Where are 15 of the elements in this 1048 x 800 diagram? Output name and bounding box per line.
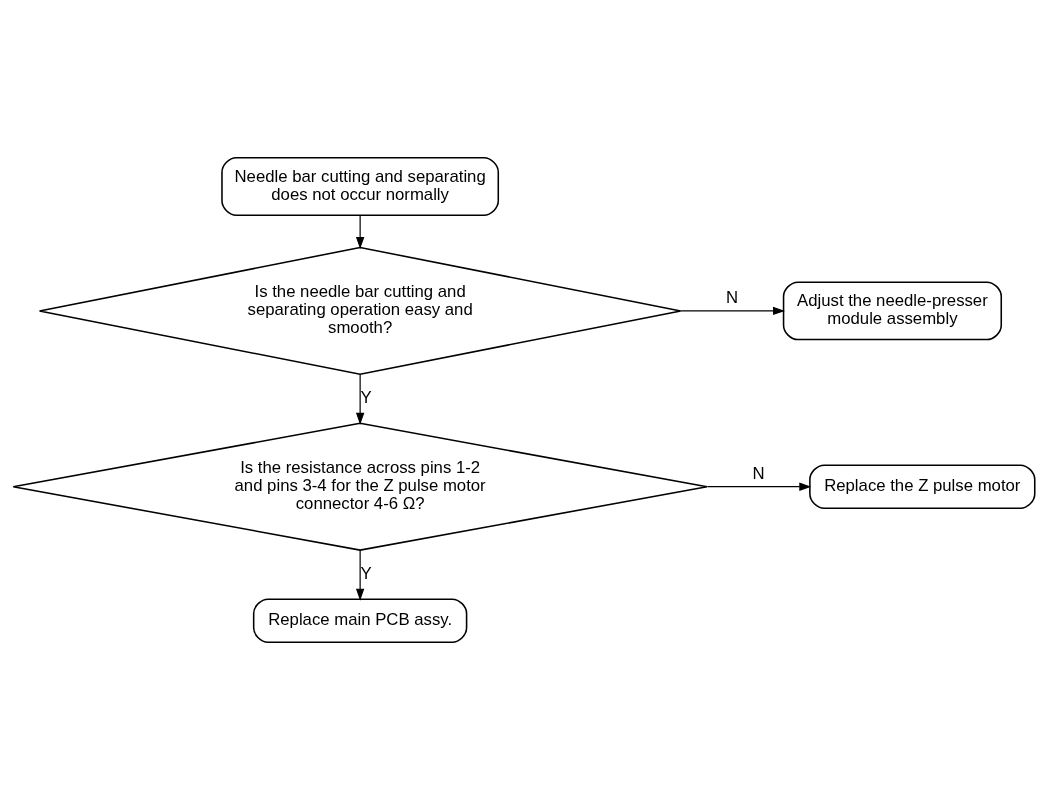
- node-diamond: Is the resistance across pins 1-2 and pins 3-4 for the Z pulse motor connector 4-6 Ω?: [12, 422, 708, 551]
- edge-label: N: [752, 463, 765, 483]
- arrow: [680, 306, 785, 316]
- node-box: Replace the Z pulse motor: [809, 464, 1036, 510]
- edge-label: N: [726, 287, 739, 307]
- edge-label: Y: [360, 564, 372, 584]
- edge-label: Y: [360, 388, 372, 408]
- arrow: [355, 549, 365, 601]
- node-diamond: Is the needle bar cutting and separating operation easy and smooth?: [38, 246, 682, 376]
- node-box: Adjust the needle-presser module assembly: [782, 281, 1003, 341]
- arrow: [706, 482, 812, 491]
- arrow: [355, 374, 365, 425]
- arrow: [355, 214, 365, 250]
- node-box: Needle bar cutting and separating does not occur normally: [221, 157, 500, 216]
- node-box: Replace main PCB assy.: [252, 598, 468, 643]
